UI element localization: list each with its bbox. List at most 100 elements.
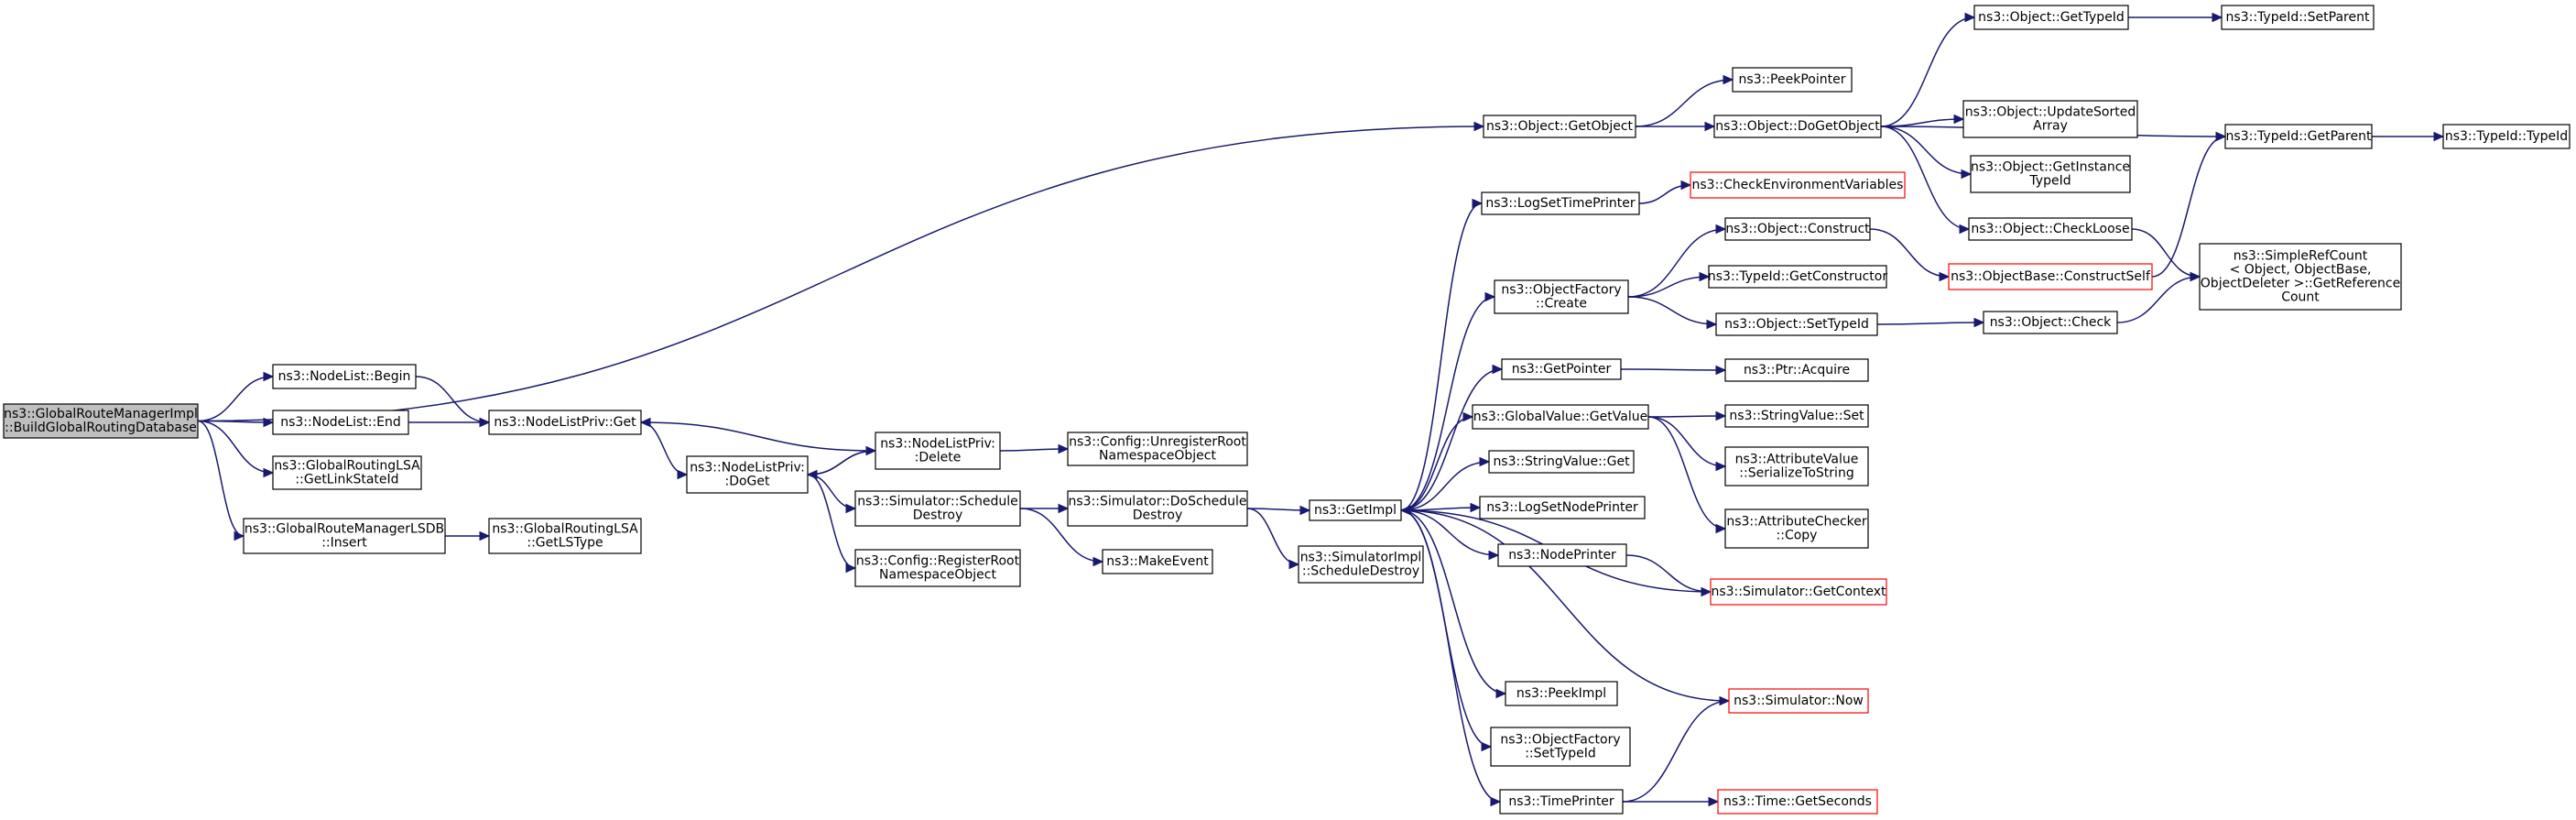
node-cfg-unreg[interactable]: ns3::Config::UnregisterRootNamespaceObje…	[1067, 432, 1248, 466]
node-tid-setparent[interactable]: ns3::TypeId::SetParent	[2221, 5, 2375, 30]
arrowhead	[1715, 410, 1727, 421]
node-nodeprinter[interactable]: ns3::NodePrinter	[1497, 543, 1627, 567]
node-label: ::SerializeToString	[1739, 466, 1853, 481]
node-label: ns3::SimpleRefCount	[2234, 249, 2368, 264]
node-sim-sched[interactable]: ns3::Simulator::ScheduleDestroy	[854, 490, 1021, 527]
arrowhead	[479, 530, 491, 541]
node-tid-typeid[interactable]: ns3::TypeId::TypeId	[2442, 124, 2571, 149]
edge-getimpl-to-log-time	[1400, 202, 1483, 511]
arrowhead	[2433, 131, 2445, 142]
arrowhead	[1462, 411, 1474, 422]
node-box	[1298, 545, 1424, 584]
node-label: ns3::NodePrinter	[1508, 548, 1616, 563]
edge-getimpl-to-of-create	[1400, 296, 1495, 511]
node-nlp-delete[interactable]: ns3::NodeListPriv::Delete	[875, 432, 1001, 470]
node-box	[1973, 5, 2129, 30]
node-peekpointer[interactable]: ns3::PeekPointer	[1732, 67, 1853, 93]
node-grm-lsdb[interactable]: ns3::GlobalRouteManagerLSDB::Insert	[243, 518, 446, 554]
node-nlp-get[interactable]: ns3::NodeListPriv::Get	[488, 410, 642, 435]
node-box	[2224, 124, 2373, 149]
node-label: ns3::TypeId::GetConstructor	[1708, 269, 1887, 284]
node-label: ns3::LogSetNodePrinter	[1486, 500, 1638, 515]
arrowhead	[1699, 271, 1711, 282]
node-ac-copy[interactable]: ns3::AttributeChecker::Copy	[1724, 508, 1869, 549]
node-sim-getctx[interactable]: ns3::Simulator::GetContext	[1710, 578, 1887, 606]
node-label: ns3::GlobalRoutingLSA	[274, 459, 420, 474]
node-obj-checkloose[interactable]: ns3::Object::CheckLoose	[1968, 217, 2133, 241]
arrowhead	[677, 469, 689, 480]
node-nl-end[interactable]: ns3::NodeList::End	[272, 410, 409, 435]
arrowhead	[1959, 224, 1971, 235]
node-label: Destroy	[1133, 508, 1182, 523]
node-obj-check[interactable]: ns3::Object::Check	[1983, 311, 2118, 334]
edge-nlp-delete-to-cfg-unreg	[999, 448, 1069, 452]
node-box	[1488, 450, 1635, 474]
arrowhead	[1058, 443, 1070, 454]
node-check-env[interactable]: ns3::CheckEnvironmentVariables	[1690, 171, 1906, 199]
node-sv-get[interactable]: ns3::StringValue::Get	[1488, 450, 1635, 474]
node-obj-settypeid[interactable]: ns3::Object::SetTypeId	[1715, 312, 1878, 336]
node-ptr-acquire[interactable]: ns3::Ptr::Acquire	[1724, 358, 1869, 382]
node-box	[1067, 432, 1248, 466]
edge-obj-settypeid-to-obj-check	[1876, 322, 1984, 325]
node-box	[1481, 191, 1640, 215]
node-box	[2442, 124, 2571, 149]
node-root[interactable]: ns3::GlobalRouteManagerImpl::BuildGlobal…	[3, 403, 199, 439]
node-box	[1970, 155, 2131, 193]
node-make-event[interactable]: ns3::MakeEvent	[1102, 549, 1213, 574]
node-box	[854, 490, 1021, 527]
node-box	[1724, 508, 1869, 549]
node-gv-getvalue[interactable]: ns3::GlobalValue::GetValue	[1472, 404, 1649, 430]
node-simplerefcount[interactable]: ns3::SimpleRefCount< Object, ObjectBase,…	[2199, 243, 2402, 311]
node-obj-construct[interactable]: ns3::Object::Construct	[1724, 217, 1871, 241]
node-box	[1102, 549, 1213, 574]
edge-getimpl-to-getpointer	[1400, 368, 1503, 511]
node-av-ser[interactable]: ns3::AttributeValue::SerializeToString	[1724, 446, 1869, 487]
node-box	[686, 455, 809, 494]
node-getpointer[interactable]: ns3::GetPointer	[1501, 358, 1622, 380]
node-box	[272, 410, 409, 435]
edge-root-to-grm-lsdb	[197, 420, 245, 537]
node-label: ::BuildGlobalRoutingDatabase	[5, 421, 197, 435]
node-grlsa-ls[interactable]: ns3::GlobalRoutingLSA::GetLSType	[488, 518, 642, 554]
node-label: ::GetLinkStateId	[295, 473, 398, 487]
node-label: ns3::ObjectFactory	[1501, 283, 1621, 298]
node-sim-now[interactable]: ns3::Simulator::Now	[1728, 688, 1869, 714]
node-box	[1724, 404, 1869, 428]
node-label: TypeId	[2028, 174, 2071, 189]
node-nl-begin[interactable]: ns3::NodeList::Begin	[272, 364, 417, 389]
node-obj-getobj[interactable]: ns3::Object::GetObject	[1483, 115, 1636, 138]
node-label: ns3::TypeId::SetParent	[2226, 10, 2370, 25]
node-log-time[interactable]: ns3::LogSetTimePrinter	[1481, 191, 1640, 215]
node-getimpl[interactable]: ns3::GetImpl	[1309, 499, 1402, 521]
edge-root-to-nl-begin	[197, 376, 274, 422]
node-log-node[interactable]: ns3::LogSetNodePrinter	[1479, 496, 1646, 519]
node-tid-getctor[interactable]: ns3::TypeId::GetConstructor	[1708, 265, 1887, 289]
node-time-getsec[interactable]: ns3::Time::GetSeconds	[1717, 789, 1878, 815]
arrowhead	[1399, 505, 1411, 516]
arrowhead	[1706, 319, 1718, 330]
node-box	[1505, 681, 1618, 706]
node-label: ns3::AttributeValue	[1735, 453, 1859, 467]
arrowhead	[845, 503, 857, 514]
node-timeprinter[interactable]: ns3::TimePrinter	[1499, 789, 1624, 815]
node-of-settypeid[interactable]: ns3::ObjectFactory::SetTypeId	[1490, 727, 1631, 767]
node-objbase-cs[interactable]: ns3::ObjectBase::ConstructSelf	[1948, 263, 2153, 290]
node-sv-set[interactable]: ns3::StringValue::Set	[1724, 404, 1869, 428]
node-of-create[interactable]: ns3::ObjectFactory::Create	[1494, 279, 1629, 314]
arrowhead	[1953, 114, 1965, 125]
node-tid-getparent[interactable]: ns3::TypeId::GetParent	[2224, 124, 2373, 149]
node-peekimpl[interactable]: ns3::PeekImpl	[1505, 681, 1618, 706]
node-label: ::GetLSType	[527, 536, 603, 551]
node-nlp-doget[interactable]: ns3::NodeListPriv::DoGet	[686, 455, 809, 494]
arrowhead	[1715, 365, 1727, 376]
node-obj-gettid[interactable]: ns3::Object::GetTypeId	[1973, 5, 2129, 30]
node-grlsa-link[interactable]: ns3::GlobalRoutingLSA::GetLinkStateId	[272, 455, 422, 490]
node-simimpl[interactable]: ns3::SimulatorImpl::ScheduleDestroy	[1298, 545, 1424, 584]
node-obj-dogetobj[interactable]: ns3::Object::DoGetObject	[1713, 115, 1882, 138]
edge-gv-getvalue-to-sv-set	[1647, 415, 1726, 418]
